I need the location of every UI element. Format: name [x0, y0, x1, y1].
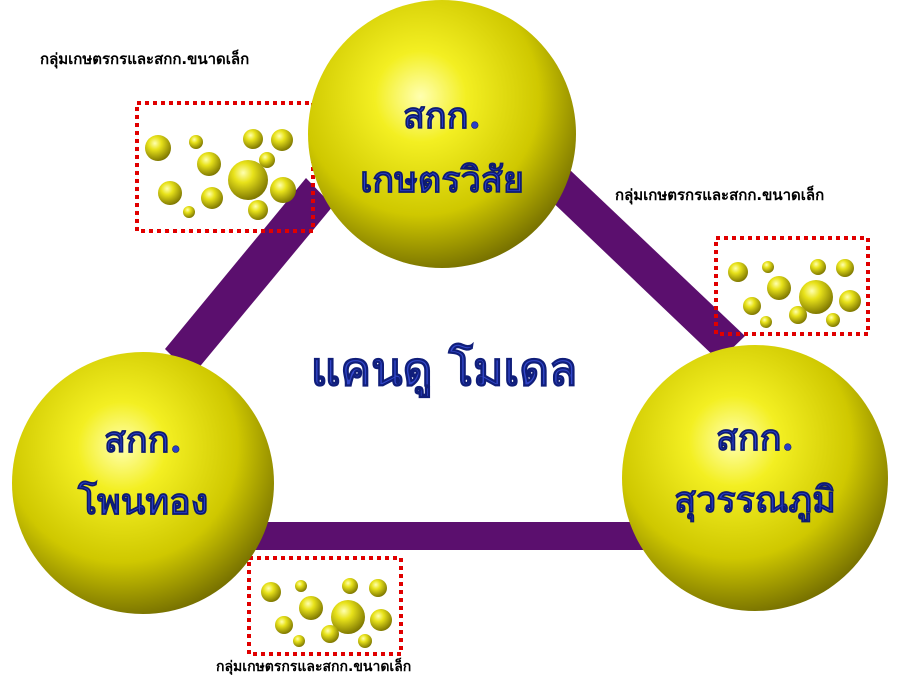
small-sphere: [826, 313, 840, 327]
connector-lines: [165, 170, 745, 550]
small-sphere: [789, 306, 807, 324]
small-sphere: [370, 609, 392, 631]
group-box-bottom: [247, 556, 403, 656]
small-sphere: [189, 135, 203, 149]
small-sphere: [271, 129, 293, 151]
connector-kaset-suwannaphum: [544, 170, 745, 361]
group-caption-bottom: กลุ่มเกษตรกรและสกก.ขนาดเล็ก: [216, 657, 411, 675]
small-sphere: [228, 160, 268, 200]
small-sphere: [183, 206, 195, 218]
connector-phonthong-suwannaphum: [200, 522, 700, 550]
small-sphere: [145, 135, 171, 161]
small-sphere: [275, 616, 293, 634]
small-sphere: [158, 181, 182, 205]
small-sphere: [270, 177, 296, 203]
small-sphere: [248, 200, 268, 220]
small-sphere: [321, 625, 339, 643]
small-sphere: [760, 316, 772, 328]
small-sphere: [839, 290, 861, 312]
small-sphere: [201, 187, 223, 209]
small-sphere: [243, 129, 263, 149]
small-sphere: [295, 580, 307, 592]
small-sphere: [331, 600, 365, 634]
group-caption-top-left: กลุ่มเกษตรกรและสกก.ขนาดเล็ก: [40, 49, 249, 69]
node-suwannaphum: สกก. สุวรรณภูมิ: [622, 345, 888, 611]
node-label-line2: โพนทอง: [77, 480, 209, 523]
small-sphere: [197, 152, 221, 176]
small-sphere: [810, 259, 826, 275]
small-spheres-cluster: [728, 259, 861, 328]
small-sphere: [743, 297, 761, 315]
small-sphere: [259, 152, 275, 168]
small-sphere: [358, 634, 372, 648]
connector-kaset-phonthong: [165, 178, 333, 376]
small-sphere: [728, 262, 748, 282]
group-caption-right: กลุ่มเกษตรกรและสกก.ขนาดเล็ก: [615, 185, 824, 205]
center-title: แคนดู โมเดล: [311, 342, 578, 398]
small-sphere: [767, 276, 791, 300]
small-spheres-cluster: [145, 129, 296, 220]
node-label-line2: เกษตรวิสัย: [360, 159, 524, 201]
small-sphere: [836, 259, 854, 277]
group-box-right: [714, 236, 870, 336]
node-label-line1: สกก.: [403, 95, 481, 137]
small-sphere: [299, 596, 323, 620]
node-label-line1: สกก.: [716, 417, 794, 459]
small-sphere: [369, 579, 387, 597]
small-spheres-cluster: [261, 578, 392, 648]
small-sphere: [342, 578, 358, 594]
node-label-line2: สุวรรณภูมิ: [674, 479, 836, 523]
small-sphere: [293, 635, 305, 647]
small-sphere: [799, 280, 833, 314]
node-phonthong: สกก. โพนทอง: [12, 352, 274, 614]
node-label-line1: สกก.: [104, 419, 182, 461]
small-sphere: [261, 582, 281, 602]
small-sphere: [762, 261, 774, 273]
node-kaset: สกก. เกษตรวิสัย: [308, 0, 576, 268]
